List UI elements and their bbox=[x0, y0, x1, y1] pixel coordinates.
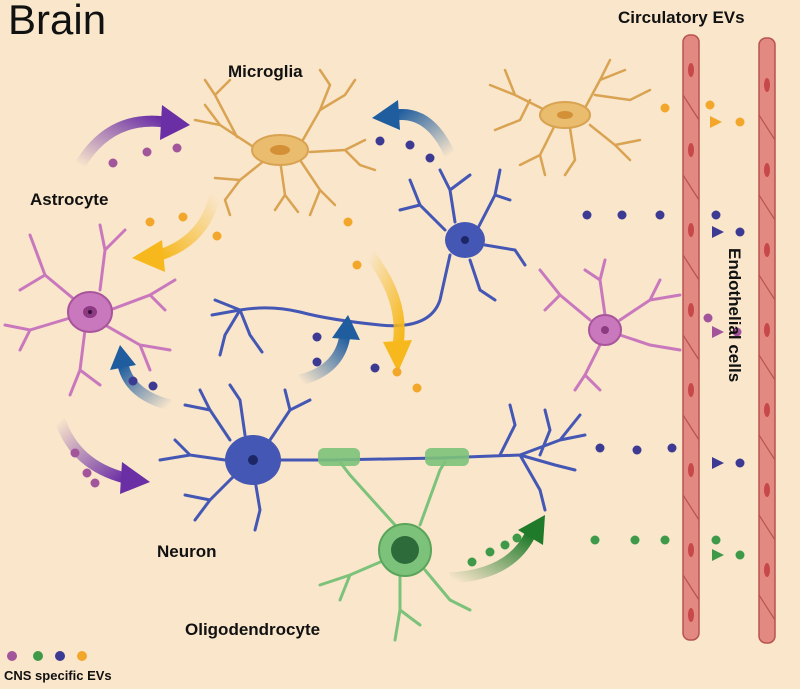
legend-label: CNS specific EVs bbox=[4, 668, 112, 683]
legend-dots bbox=[7, 651, 87, 661]
ev-transfer-arrow-astrocyte bbox=[650, 326, 724, 338]
endothelial-cells bbox=[682, 34, 776, 644]
label-endothelial-cells: Endothelial cells bbox=[725, 248, 744, 383]
microglia-cell-circulating bbox=[488, 58, 652, 177]
legend-dot-astrocyte bbox=[7, 651, 17, 661]
neuron-cell-upper bbox=[210, 168, 527, 357]
legend-dot-microglia bbox=[77, 651, 87, 661]
arrow-astrocyte-to-neuron bbox=[54, 418, 150, 494]
legend-dot-neuron bbox=[55, 651, 65, 661]
ev-transfer-arrow-neuron-lower bbox=[590, 457, 724, 469]
legend-dot-oligodendrocyte bbox=[33, 651, 43, 661]
vessel-wall-left bbox=[682, 34, 700, 641]
ev-dots-microglia-derived bbox=[145, 100, 745, 393]
arrow-oligodendrocyte-to-neuron bbox=[449, 515, 545, 584]
myelin-sheath-right bbox=[425, 448, 469, 466]
arrow-neuron-to-neuron bbox=[298, 315, 360, 386]
oligodendrocyte-cell bbox=[318, 460, 472, 642]
arrow-microglia-to-neuron bbox=[365, 251, 412, 372]
label-astrocyte: Astrocyte bbox=[30, 190, 109, 209]
astrocyte-cell bbox=[3, 223, 177, 397]
label-neuron: Neuron bbox=[157, 542, 217, 561]
arrow-neuron-to-microglia bbox=[372, 100, 456, 158]
label-circulatory-evs: Circulatory EVs bbox=[618, 8, 745, 27]
ev-dots-astrocyte-derived bbox=[70, 143, 742, 488]
myelin-sheath-left bbox=[318, 448, 360, 466]
ev-dots-oligodendrocyte-derived bbox=[467, 533, 745, 567]
diagram-title: Brain bbox=[8, 0, 107, 43]
ev-transfer-arrow-oligodendrocyte bbox=[570, 549, 724, 561]
ev-transfer-arrow-neuron-upper bbox=[565, 226, 724, 238]
microglia-cell bbox=[193, 68, 377, 217]
neuron-cell-main bbox=[158, 383, 587, 532]
arrow-neuron-to-astrocyte bbox=[110, 345, 172, 411]
vessel-wall-right bbox=[758, 37, 776, 644]
arrow-astrocyte-to-microglia bbox=[75, 105, 190, 168]
astrocyte-cell-perivascular bbox=[538, 258, 682, 392]
arrow-microglia-to-astrocyte bbox=[132, 193, 221, 272]
ev-transfer-arrow-microglia bbox=[655, 116, 722, 128]
label-microglia: Microglia bbox=[228, 62, 303, 81]
label-oligodendrocyte: Oligodendrocyte bbox=[185, 620, 321, 639]
ev-dots-neuron-derived bbox=[128, 136, 745, 468]
